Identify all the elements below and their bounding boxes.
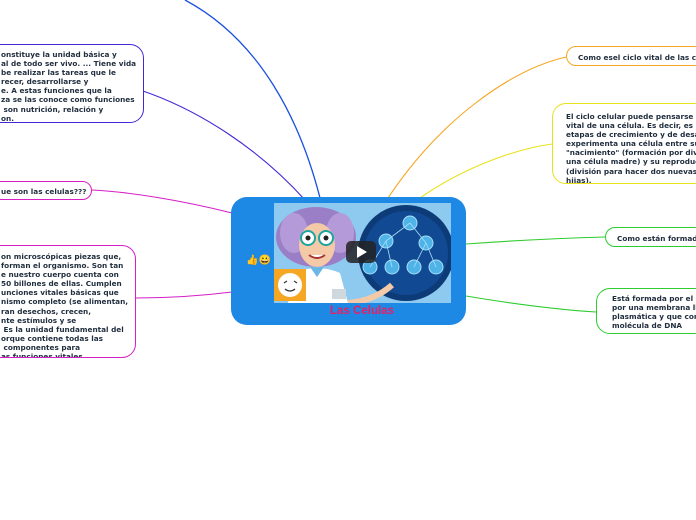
connector-microscopicas: [135, 291, 233, 299]
node-microscopicas[interactable]: on microscópicas piezas que, forman el o…: [0, 245, 136, 358]
connector-top: [184, 0, 321, 199]
node-ciclo-celular[interactable]: El ciclo celular puede pensarse co vital…: [552, 103, 696, 184]
connector-que-son: [91, 189, 233, 214]
play-icon[interactable]: [346, 241, 376, 263]
central-title: Las Celulas: [330, 305, 394, 317]
node-ciclo-vital[interactable]: Como esel ciclo vital de las cel: [566, 46, 696, 66]
connector-definicion: [139, 89, 306, 201]
connector-ciclo-celular: [419, 143, 553, 199]
node-que-son[interactable]: ue son las celulas???: [0, 181, 92, 200]
video-thumbnail[interactable]: [274, 203, 451, 303]
connector-como-formadas: [465, 236, 606, 245]
connector-formada-por: [465, 295, 597, 313]
node-definicion[interactable]: onstituye la unidad básica y al de todo …: [0, 44, 144, 123]
node-formada-por[interactable]: Está formada por el c por una membrana l…: [596, 288, 696, 334]
connector-ciclo-vital: [387, 56, 567, 199]
video-illustration: [274, 205, 451, 303]
reaction-emoji: 👍😀: [246, 255, 271, 266]
node-como-formadas[interactable]: Como están formad: [605, 227, 696, 247]
